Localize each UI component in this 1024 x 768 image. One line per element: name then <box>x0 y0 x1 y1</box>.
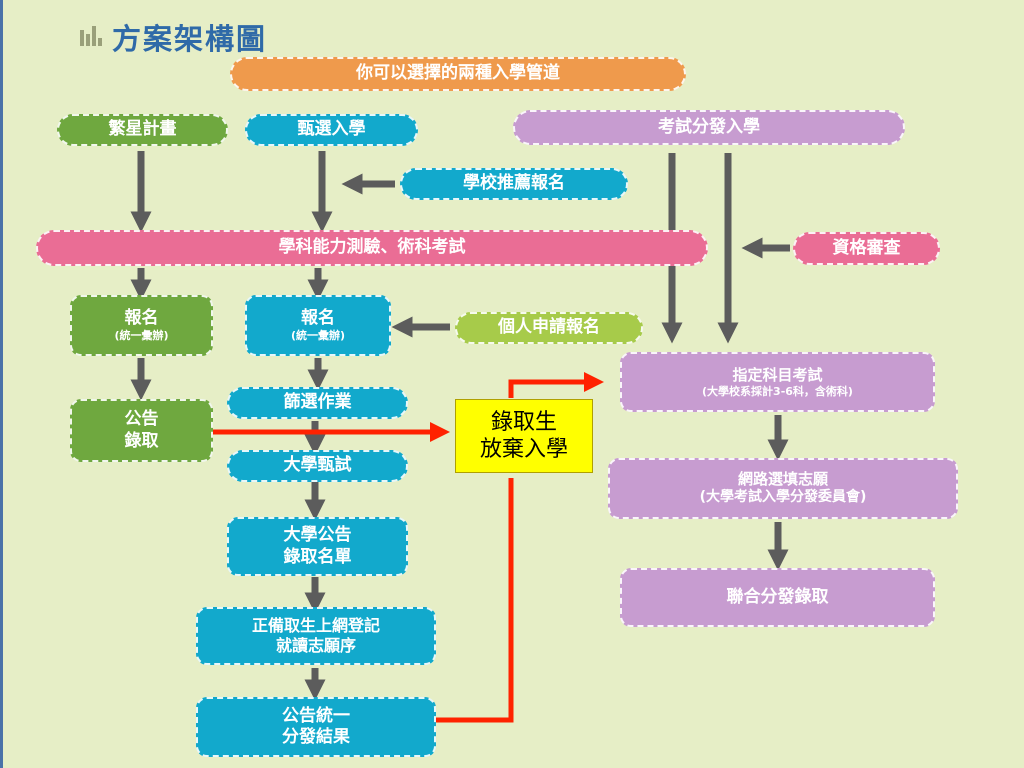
box-kaoshi: 考試分發入學 <box>513 110 905 145</box>
box-zhenxuan: 甄選入學 <box>245 114 418 146</box>
red-line-unified-return <box>432 478 514 723</box>
box-academic-test: 學科能力測驗、術科考試 <box>36 230 708 266</box>
box-personal-application: 個人申請報名 <box>455 312 643 344</box>
left-edge-bar <box>0 0 3 768</box>
box-online-registration: 正備取生上網登記 就讀志願序 <box>196 607 436 665</box>
box-joint-allocation: 聯合分發錄取 <box>620 568 935 627</box>
box-school-recommend: 學校推薦報名 <box>400 168 628 200</box>
box-register-fanxing: 報名 (統一彙辦) <box>70 295 213 356</box>
box-online-preferences: 網路選填志願 (大學考試入學分發委員會) <box>608 458 958 519</box>
page-title-text: 方案架構圖 <box>112 22 268 56</box>
box-register-zhenxuan: 報名 (統一彙辦) <box>245 295 391 356</box>
note-abandon-admission: 錄取生 放棄入學 <box>455 399 593 473</box>
logo-icon <box>80 24 106 50</box>
box-two-channels: 你可以選擇的兩種入學管道 <box>230 57 686 91</box>
box-university-interview: 大學甄試 <box>227 450 408 482</box>
box-designated-exam: 指定科目考試 (大學校系採計3-6科，含術科) <box>620 352 935 412</box>
box-announce-admission: 公告 錄取 <box>70 399 213 462</box>
box-qualification: 資格審查 <box>793 232 940 265</box>
red-arrow-note-designated <box>508 372 604 398</box>
box-unified-allocation-result: 公告統一 分發結果 <box>196 697 436 757</box>
box-screening: 篩選作業 <box>227 387 408 419</box>
box-university-announce-list: 大學公告 錄取名單 <box>227 517 408 576</box>
box-fanxing: 繁星計畫 <box>57 114 228 146</box>
page-title: 方案架構圖 <box>80 16 267 58</box>
